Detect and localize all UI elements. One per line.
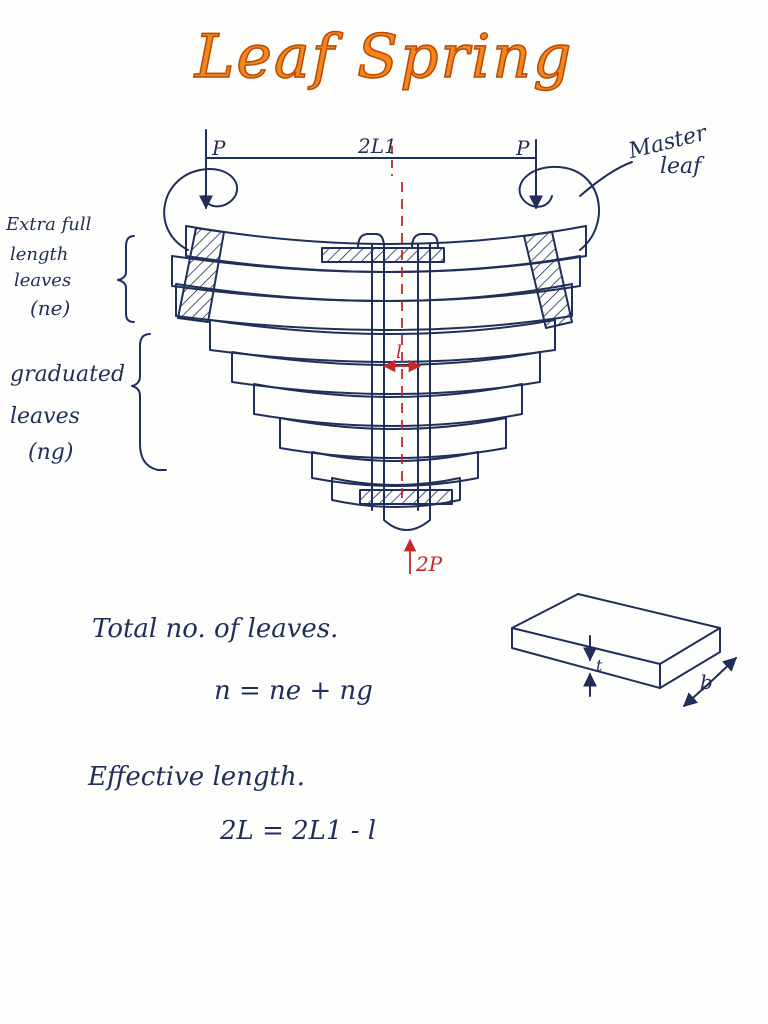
left-clip	[177, 227, 225, 323]
right-clip	[523, 231, 573, 329]
total-heading: Total no. of leaves.	[92, 614, 339, 644]
u-bolt-bottom	[383, 509, 431, 531]
graduated-leaf-3	[253, 383, 523, 427]
effective-heading: Effective length.	[88, 762, 306, 792]
graduated-label-2: leaves	[10, 404, 80, 429]
load-right-label: P	[516, 136, 530, 160]
thickness-label: t	[596, 656, 603, 675]
load-left-label: P	[212, 136, 226, 160]
band-width-label: l	[396, 342, 402, 363]
center-load-label: 2P	[416, 552, 443, 576]
graduated-leaf-2	[231, 351, 541, 395]
extra-full-label-1: Extra full	[6, 214, 92, 235]
graduated-label-3: (ng)	[28, 440, 74, 465]
total-formula: n = ne + ng	[214, 676, 373, 706]
master-leaf-label-2: leaf	[660, 154, 702, 179]
graduated-leaf-5	[311, 451, 479, 487]
bottom-plate	[359, 489, 453, 505]
extra-full-label-4: (ne)	[30, 296, 71, 320]
graduated-label-1: graduated	[10, 362, 126, 387]
left-eye	[163, 167, 239, 251]
section-top	[511, 593, 721, 665]
width-label: b	[700, 670, 713, 694]
page-title: Leaf Spring	[194, 21, 574, 93]
extra-full-label-2: length	[10, 244, 69, 265]
full-leaf-3	[175, 283, 573, 331]
effective-formula: 2L = 2L1 - l	[220, 816, 377, 846]
extra-full-label-3: leaves	[14, 270, 72, 291]
master-leaf	[185, 225, 587, 273]
graduated-leaf-4	[279, 417, 507, 459]
graduated-leaf-1	[209, 319, 556, 363]
graduated-leaf-6	[331, 477, 461, 508]
span-label: 2L1	[358, 134, 397, 158]
